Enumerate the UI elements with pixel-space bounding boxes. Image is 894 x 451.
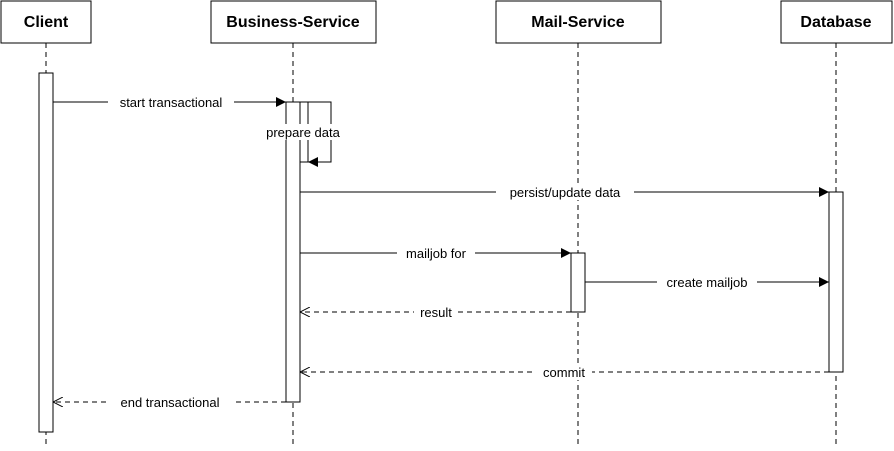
persist-update-data-label: persist/update data: [510, 185, 621, 200]
client-actor-label: Client: [24, 14, 69, 31]
business-service-actor-label: Business-Service: [226, 14, 360, 31]
database-actor-label: Database: [800, 14, 871, 31]
commit-label: commit: [543, 365, 585, 380]
message-persist-update-data: persist/update data: [300, 184, 829, 200]
mailjob-for-label: mailjob for: [406, 246, 467, 261]
message-mailjob-for: mailjob for: [300, 245, 571, 261]
mail-service-actor-label: Mail-Service: [531, 14, 624, 31]
database-actor: Database: [780, 0, 893, 44]
mail-service-activation-bar: [570, 252, 586, 313]
database-activation-bar: [828, 191, 844, 373]
client-activation-bar: [38, 72, 54, 433]
result-label: result: [420, 305, 452, 320]
return-result: result: [300, 304, 571, 320]
return-end-transactional: end transactional: [53, 394, 286, 410]
end-transactional-label: end transactional: [120, 395, 219, 410]
client-actor: Client: [0, 0, 92, 44]
return-commit: commit: [300, 364, 829, 380]
message-prepare-data: prepare data: [258, 101, 348, 167]
mail-service-actor: Mail-Service: [495, 0, 662, 44]
prepare-data-label: prepare data: [266, 125, 340, 140]
message-start-transactional: start transactional: [53, 94, 286, 110]
start-transactional-label: start transactional: [120, 95, 223, 110]
message-create-mailjob: create mailjob: [585, 274, 829, 290]
create-mailjob-label: create mailjob: [667, 275, 748, 290]
business-service-actor: Business-Service: [210, 0, 377, 44]
business-service-activation-bar: [285, 101, 301, 403]
